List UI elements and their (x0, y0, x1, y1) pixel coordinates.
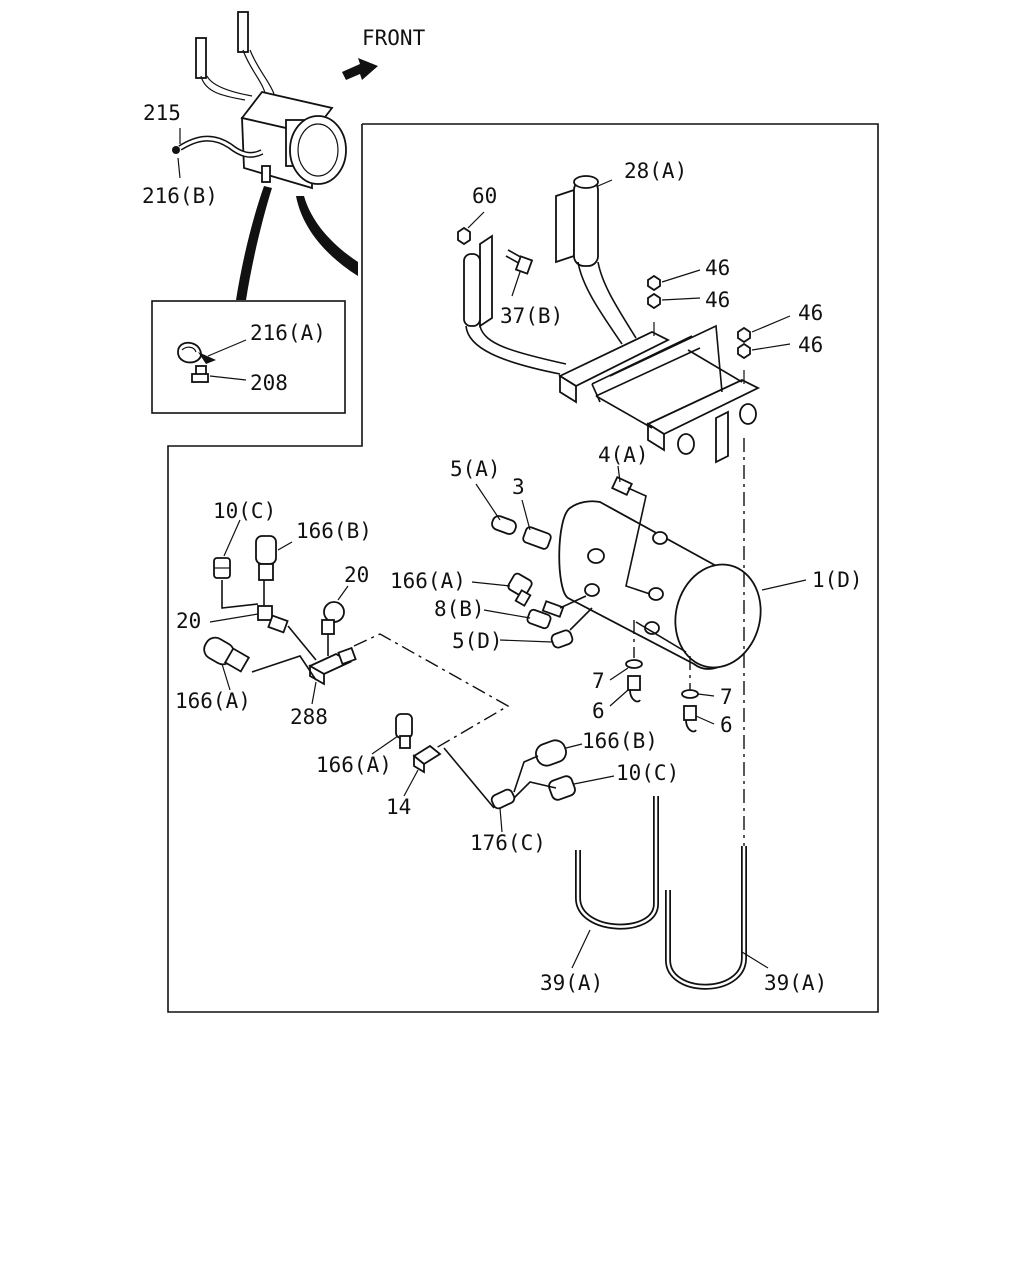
routing-lines (221, 438, 745, 846)
callout-166a-lower: 166(A) (316, 753, 392, 777)
callout-166b-lower: 166(B) (582, 729, 658, 753)
switch-166a-lower-illustration (395, 713, 413, 749)
callout-166a-tank: 166(A) (390, 569, 466, 593)
callout-10c-lower: 10(C) (616, 761, 679, 785)
callout-5a: 5(A) (450, 457, 501, 481)
callout-3: 3 (512, 475, 525, 499)
callout-20-left: 20 (176, 609, 201, 633)
callout-10c-left: 10(C) (213, 499, 276, 523)
callout-288: 288 (290, 705, 328, 729)
front-arrow-icon (342, 58, 378, 80)
tee-20-left-illustration (257, 605, 289, 634)
fitting-10c-left-illustration (213, 557, 231, 579)
nut-60-illustration (457, 226, 471, 246)
callout-46-c: 46 (798, 301, 823, 325)
callout-28a: 28(A) (624, 159, 687, 183)
leader-lines (177, 128, 807, 969)
callout-216a: 216(A) (250, 321, 326, 345)
callout-8b: 8(B) (434, 597, 485, 621)
elbow-8b-illustration (526, 595, 587, 630)
front-label: FRONT (362, 26, 426, 50)
callout-166a-left: 166(A) (175, 689, 251, 713)
callout-7-a: 7 (592, 669, 605, 693)
u-bolt-39a-left-illustration (575, 796, 659, 930)
nut-46-d-illustration (737, 342, 751, 360)
nut-46-b-illustration (647, 292, 661, 310)
callout-14: 14 (386, 795, 411, 819)
callout-7-b: 7 (720, 685, 733, 709)
washer-7-b-illustration (681, 689, 699, 699)
callout-4a: 4(A) (598, 443, 649, 467)
callout-37b: 37(B) (500, 304, 563, 328)
nut-46-a-illustration (647, 274, 661, 292)
callout-176c: 176(C) (470, 831, 546, 855)
fitting-5d-illustration (550, 607, 593, 649)
callout-46-d: 46 (798, 333, 823, 357)
valve-4a-illustration (611, 475, 633, 497)
bracket-14-illustration (412, 744, 442, 774)
callout-215: 215 (143, 101, 181, 125)
callout-46-b: 46 (705, 288, 730, 312)
fitting-5a-illustration (491, 515, 517, 535)
switch-166b-left-illustration (255, 535, 277, 581)
callout-216b: 216(B) (142, 184, 218, 208)
callout-20-right: 20 (344, 563, 369, 587)
elbow-20-right-illustration (321, 601, 345, 635)
callout-166b-left: 166(B) (296, 519, 372, 543)
callout-6-b: 6 (720, 713, 733, 737)
switch-166b-lower-illustration (535, 739, 567, 767)
drain-plug-6-b-illustration (683, 705, 697, 733)
detail-inset-box (151, 300, 346, 414)
callout-5d: 5(D) (452, 629, 503, 653)
fitting-3-illustration (522, 526, 552, 550)
bracket-28a-illustration (463, 175, 761, 464)
connector-176c-illustration (490, 788, 516, 810)
clip-216a-illustration (177, 341, 216, 364)
air-tank-1d-illustration (558, 500, 762, 670)
callout-60: 60 (472, 184, 497, 208)
switch-166a-left-illustration (203, 636, 251, 673)
main-frame (167, 123, 879, 1013)
washer-7-a-illustration (625, 659, 643, 669)
bolt-37b-illustration (505, 249, 534, 275)
callout-1d: 1(D) (812, 568, 863, 592)
u-bolt-39a-right-illustration (665, 846, 747, 990)
block-288-illustration (308, 646, 357, 686)
callout-46-a: 46 (705, 256, 730, 280)
switch-166a-tank-illustration (507, 572, 533, 607)
callout-6-a: 6 (592, 699, 605, 723)
callout-39a-left: 39(A) (540, 971, 603, 995)
nut-46-c-illustration (737, 326, 751, 344)
drain-plug-6-a-illustration (627, 675, 641, 703)
callout-208: 208 (250, 371, 288, 395)
vehicle-overview-illustration (172, 11, 358, 300)
fitting-10c-lower-illustration (548, 775, 576, 801)
bolt-208-illustration (191, 365, 209, 383)
callout-39a-right: 39(A) (764, 971, 827, 995)
